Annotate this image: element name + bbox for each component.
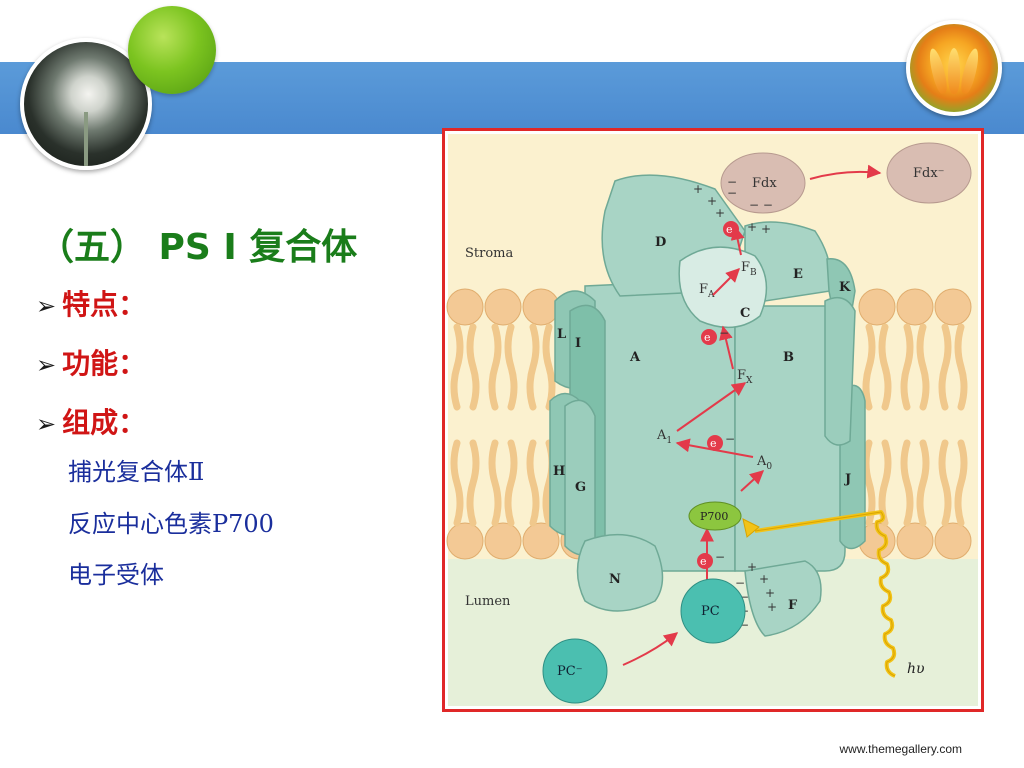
label-d: D [655, 235, 666, 250]
svg-text:− −: − − [749, 198, 773, 212]
light-label: hυ [907, 661, 925, 677]
svg-text:+: + [747, 220, 757, 234]
slide-title: （五） PS I 复合体 [38, 227, 358, 268]
psi-diagram-svg: D E K C L I A B H G J N F Stroma Lumen F… [446, 134, 978, 706]
fdx-label: Fdx [752, 176, 777, 191]
svg-text:+: + [715, 206, 725, 220]
stroma-label: Stroma [465, 246, 513, 261]
svg-text:+: + [759, 572, 769, 586]
pc-reduced-label: PC⁻ [557, 664, 583, 679]
fx-label: FX [737, 368, 753, 386]
svg-text:+: + [707, 194, 717, 208]
svg-text:e: e [704, 331, 711, 344]
arrow-bullet-icon: ➢ [36, 351, 57, 379]
fdx-reduced [886, 142, 972, 204]
component-acceptor: 电子受体 [68, 561, 164, 589]
svg-text:−: − [739, 590, 749, 604]
component-p700: 反应中心色素P700 [68, 510, 274, 538]
p700 [688, 501, 742, 531]
bullet-features: ➢特点： [36, 288, 147, 321]
label-f: F [788, 598, 798, 613]
light-arrowhead [742, 518, 760, 538]
electron-badges: e e − e − e − [697, 221, 739, 569]
arrow-pc [622, 632, 679, 666]
subunit-k-helix [824, 296, 856, 446]
arrow-bullet-icon: ➢ [36, 410, 57, 438]
pc-oxidized [680, 578, 746, 644]
fdx-reduced-label: Fdx⁻ [913, 166, 945, 181]
svg-text:−: − [715, 550, 725, 564]
component-lhc: 捕光复合体Ⅱ [68, 458, 205, 486]
subunit-n [576, 533, 664, 612]
bullet-function: ➢功能： [36, 347, 147, 380]
lumen-label: Lumen [465, 594, 511, 609]
protein-complex [549, 174, 866, 637]
footer-url: www.themegallery.com [839, 742, 962, 756]
svg-text:+: + [761, 222, 771, 236]
label-e: E [793, 267, 803, 282]
label-g: G [575, 480, 586, 495]
svg-text:+: + [767, 600, 777, 614]
tulip-photo [906, 20, 1002, 116]
svg-text:e: e [700, 555, 707, 568]
p700-label: P700 [700, 510, 728, 523]
label-b: B [783, 350, 794, 365]
subunit-labels: D E K C L I A B H G J N F [553, 235, 851, 613]
svg-text:+: + [747, 560, 757, 574]
psi-diagram: D E K C L I A B H G J N F Stroma Lumen F… [442, 128, 984, 712]
fa-label: FA [699, 282, 715, 300]
subunit-c [678, 246, 768, 329]
svg-text:+: + [765, 586, 775, 600]
svg-text:−: − [739, 618, 749, 632]
label-c: C [740, 306, 750, 321]
svg-text:−: − [727, 186, 737, 200]
label-l: L [557, 327, 566, 342]
svg-text:e: e [710, 437, 717, 450]
arrow-bullet-icon: ➢ [36, 292, 57, 320]
lipid-tails [450, 323, 968, 527]
label-h: H [553, 464, 565, 479]
label-j: J [844, 472, 851, 487]
svg-text:+: + [693, 182, 703, 196]
label-i: I [575, 336, 581, 351]
a0-label: A0 [756, 454, 772, 472]
bullet-composition: ➢组成： [36, 406, 147, 439]
fb-label: FB [741, 260, 757, 278]
label-k: K [839, 280, 851, 295]
pc-label: PC [701, 604, 720, 619]
arrow-fdx [809, 164, 882, 180]
subunit-f [744, 560, 822, 637]
a1-label: A1 [656, 428, 672, 446]
svg-text:−: − [727, 175, 737, 189]
svg-text:−: − [719, 326, 729, 340]
green-circle-decoration [128, 6, 216, 94]
label-n: N [609, 572, 621, 587]
charge-marks: +++ ++ −−− − ++++ −−−− [693, 175, 777, 632]
svg-text:−: − [735, 576, 745, 590]
svg-text:e: e [726, 223, 733, 236]
pc-reduced [542, 638, 608, 704]
svg-text:−: − [725, 432, 735, 446]
subunit-b [734, 305, 846, 572]
subunit-g [564, 399, 596, 556]
fdx-oxidized [720, 152, 806, 214]
label-a: A [629, 350, 641, 365]
